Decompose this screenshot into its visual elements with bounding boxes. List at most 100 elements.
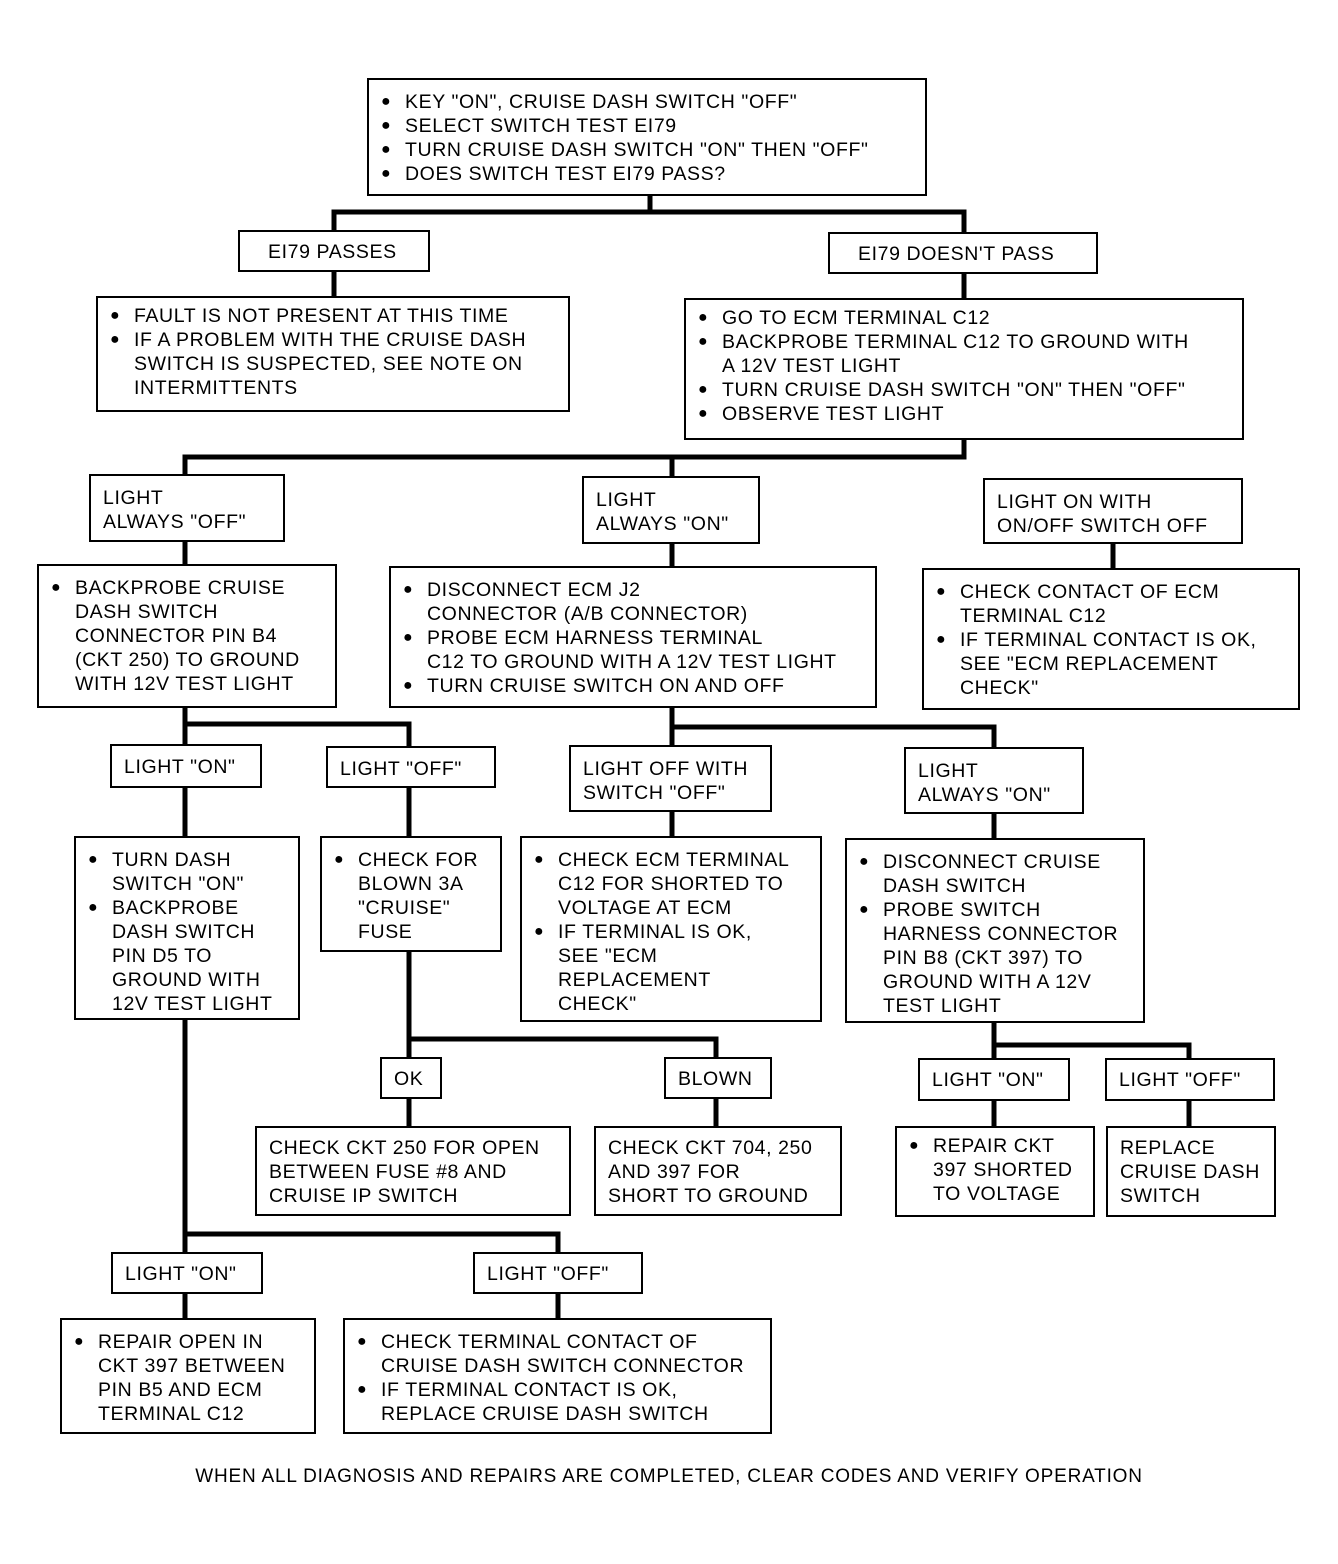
- bullet-item: TURN CRUISE DASH SWITCH "ON" THEN "OFF": [379, 138, 915, 162]
- bullet-text: REPAIR OPEN IN CKT 397 BETWEEN PIN B5 AN…: [98, 1331, 286, 1425]
- light-off-label: LIGHT "OFF": [473, 1252, 643, 1294]
- bullet-item: DISCONNECT ECM J2 CONNECTOR (A/B CONNECT…: [401, 578, 865, 626]
- bullet-text: CHECK TERMINAL CONTACT OF CRUISE DASH SW…: [381, 1331, 745, 1377]
- repair-open-ckt-397-box: REPAIR OPEN IN CKT 397 BETWEEN PIN B5 AN…: [60, 1318, 316, 1434]
- box-text: CHECK CKT 250 FOR OPEN BETWEEN FUSE #8 A…: [269, 1137, 540, 1207]
- blown-label: BLOWN: [664, 1057, 772, 1099]
- bullet-item: PROBE ECM HARNESS TERMINAL C12 TO GROUND…: [401, 626, 865, 674]
- bullet-text: OBSERVE TEST LIGHT: [722, 403, 945, 425]
- bullet-item: CHECK TERMINAL CONTACT OF CRUISE DASH SW…: [355, 1330, 760, 1378]
- bullet-item: IF TERMINAL CONTACT IS OK, SEE "ECM REPL…: [934, 628, 1288, 700]
- bullet-text: GO TO ECM TERMINAL C12: [722, 307, 991, 329]
- root-check-box: KEY "ON", CRUISE DASH SWITCH "OFF"SELECT…: [367, 78, 927, 196]
- disconnect-cruise-switch-box: DISCONNECT CRUISE DASH SWITCHPROBE SWITC…: [845, 838, 1145, 1023]
- bullet-item: CHECK CONTACT OF ECM TERMINAL C12: [934, 580, 1288, 628]
- bullet-item: REPAIR OPEN IN CKT 397 BETWEEN PIN B5 AN…: [72, 1330, 304, 1426]
- bullet-text: CHECK CONTACT OF ECM TERMINAL C12: [960, 581, 1220, 627]
- box-text: REPLACE CRUISE DASH SWITCH: [1120, 1137, 1260, 1207]
- check-ckt-250-box: CHECK CKT 250 FOR OPEN BETWEEN FUSE #8 A…: [255, 1126, 571, 1216]
- check-blown-fuse-box: CHECK FOR BLOWN 3A "CRUISE" FUSE: [320, 836, 502, 952]
- bullet-text: IF TERMINAL CONTACT IS OK, REPLACE CRUIS…: [381, 1379, 709, 1425]
- bullet-item: DOES SWITCH TEST EI79 PASS?: [379, 162, 915, 186]
- fault-not-present-box: FAULT IS NOT PRESENT AT THIS TIMEIF A PR…: [96, 296, 570, 412]
- label-line: LIGHT ON WITH: [997, 491, 1152, 513]
- label-line: BLOWN: [678, 1068, 753, 1090]
- bullet-list: CHECK CONTACT OF ECM TERMINAL C12IF TERM…: [934, 580, 1288, 700]
- bullet-text: PROBE SWITCH HARNESS CONNECTOR PIN B8 (C…: [883, 899, 1119, 1017]
- bullet-item: PROBE SWITCH HARNESS CONNECTOR PIN B8 (C…: [857, 898, 1133, 1018]
- bullet-item: BACKPROBE DASH SWITCH PIN D5 TO GROUND W…: [86, 896, 288, 1016]
- label-line: OK: [394, 1068, 424, 1090]
- bullet-text: TURN DASH SWITCH "ON": [112, 849, 245, 895]
- label-line: ALWAYS "OFF": [103, 511, 247, 533]
- label-line: LIGHT: [596, 489, 657, 511]
- label-line: LIGHT "ON": [125, 1263, 237, 1285]
- light-on-label: LIGHT "ON": [918, 1058, 1070, 1101]
- label-line: ALWAYS "ON": [918, 784, 1051, 806]
- check-contact-c12-box: CHECK CONTACT OF ECM TERMINAL C12IF TERM…: [922, 568, 1300, 710]
- bullet-text: DISCONNECT CRUISE DASH SWITCH: [883, 851, 1101, 897]
- check-ckt-704-box: CHECK CKT 704, 250 AND 397 FOR SHORT TO …: [594, 1126, 842, 1216]
- bullet-item: SELECT SWITCH TEST EI79: [379, 114, 915, 138]
- bullet-list: DISCONNECT ECM J2 CONNECTOR (A/B CONNECT…: [401, 578, 865, 698]
- e179-passes-label: EI79 PASSES: [238, 230, 430, 272]
- bullet-text: DOES SWITCH TEST EI79 PASS?: [405, 163, 726, 185]
- bullet-text: IF A PROBLEM WITH THE CRUISE DASH SWITCH…: [134, 329, 527, 399]
- bullet-list: BACKPROBE CRUISE DASH SWITCH CONNECTOR P…: [49, 576, 325, 696]
- label-line: EI79 PASSES: [268, 241, 397, 263]
- bullet-item: TURN CRUISE DASH SWITCH "ON" THEN "OFF": [696, 378, 1232, 402]
- bullet-list: REPAIR OPEN IN CKT 397 BETWEEN PIN B5 AN…: [72, 1330, 304, 1426]
- label-line: LIGHT "OFF": [487, 1263, 609, 1285]
- bullet-list: FAULT IS NOT PRESENT AT THIS TIMEIF A PR…: [108, 304, 558, 400]
- label-line: LIGHT "OFF": [340, 758, 462, 780]
- bullet-text: CHECK ECM TERMINAL C12 FOR SHORTED TO VO…: [558, 849, 790, 919]
- bullet-item: GO TO ECM TERMINAL C12: [696, 306, 1232, 330]
- go-to-ecm-c12-box: GO TO ECM TERMINAL C12BACKPROBE TERMINAL…: [684, 298, 1244, 440]
- bullet-list: CHECK ECM TERMINAL C12 FOR SHORTED TO VO…: [532, 848, 810, 1016]
- bullet-text: FAULT IS NOT PRESENT AT THIS TIME: [134, 305, 509, 327]
- check-ecm-shorted-box: CHECK ECM TERMINAL C12 FOR SHORTED TO VO…: [520, 836, 822, 1022]
- bullet-text: REPAIR CKT 397 SHORTED TO VOLTAGE: [933, 1135, 1073, 1205]
- turn-dash-switch-box: TURN DASH SWITCH "ON"BACKPROBE DASH SWIT…: [74, 836, 300, 1020]
- bullet-text: TURN CRUISE SWITCH ON AND OFF: [427, 675, 785, 697]
- bullet-list: CHECK FOR BLOWN 3A "CRUISE" FUSE: [332, 848, 490, 944]
- bullet-text: DISCONNECT ECM J2 CONNECTOR (A/B CONNECT…: [427, 579, 748, 625]
- bullet-item: KEY "ON", CRUISE DASH SWITCH "OFF": [379, 90, 915, 114]
- e179-doesnt-pass-label: EI79 DOESN'T PASS: [828, 232, 1098, 274]
- bullet-text: BACKPROBE DASH SWITCH PIN D5 TO GROUND W…: [112, 897, 273, 1015]
- disconnect-ecm-j2-box: DISCONNECT ECM J2 CONNECTOR (A/B CONNECT…: [389, 566, 877, 708]
- bullet-item: TURN CRUISE SWITCH ON AND OFF: [401, 674, 865, 698]
- bullet-text: IF TERMINAL IS OK, SEE "ECM REPLACEMENT …: [558, 921, 752, 1015]
- bullet-text: BACKPROBE CRUISE DASH SWITCH CONNECTOR P…: [75, 577, 300, 695]
- bullet-list: REPAIR CKT 397 SHORTED TO VOLTAGE: [907, 1134, 1083, 1206]
- bullet-text: PROBE ECM HARNESS TERMINAL C12 TO GROUND…: [427, 627, 837, 673]
- ok-label: OK: [380, 1057, 442, 1099]
- bullet-item: BACKPROBE CRUISE DASH SWITCH CONNECTOR P…: [49, 576, 325, 696]
- label-line: LIGHT: [918, 760, 979, 782]
- label-line: SWITCH "OFF": [583, 782, 726, 804]
- bullet-list: GO TO ECM TERMINAL C12BACKPROBE TERMINAL…: [696, 306, 1232, 426]
- replace-cruise-dash-switch-box: REPLACE CRUISE DASH SWITCH: [1106, 1126, 1276, 1217]
- bullet-item: CHECK ECM TERMINAL C12 FOR SHORTED TO VO…: [532, 848, 810, 920]
- bullet-item: TURN DASH SWITCH "ON": [86, 848, 288, 896]
- bullet-item: IF TERMINAL CONTACT IS OK, REPLACE CRUIS…: [355, 1378, 760, 1426]
- light-off-label: LIGHT "OFF": [1105, 1058, 1275, 1101]
- label-line: LIGHT OFF WITH: [583, 758, 749, 780]
- bullet-text: IF TERMINAL CONTACT IS OK, SEE "ECM REPL…: [960, 629, 1257, 699]
- bullet-text: KEY "ON", CRUISE DASH SWITCH "OFF": [405, 91, 798, 113]
- bullet-text: BACKPROBE TERMINAL C12 TO GROUND WITH A …: [722, 331, 1189, 377]
- bullet-item: IF A PROBLEM WITH THE CRUISE DASH SWITCH…: [108, 328, 558, 400]
- light-on-label: LIGHT "ON": [111, 1252, 263, 1294]
- repair-ckt-397-shorted-box: REPAIR CKT 397 SHORTED TO VOLTAGE: [895, 1126, 1095, 1217]
- label-line: LIGHT "ON": [124, 756, 236, 778]
- label-line: EI79 DOESN'T PASS: [858, 243, 1055, 265]
- footer-note: WHEN ALL DIAGNOSIS AND REPAIRS ARE COMPL…: [195, 1466, 1143, 1487]
- bullet-list: TURN DASH SWITCH "ON"BACKPROBE DASH SWIT…: [86, 848, 288, 1016]
- box-text: CHECK CKT 704, 250 AND 397 FOR SHORT TO …: [608, 1137, 813, 1207]
